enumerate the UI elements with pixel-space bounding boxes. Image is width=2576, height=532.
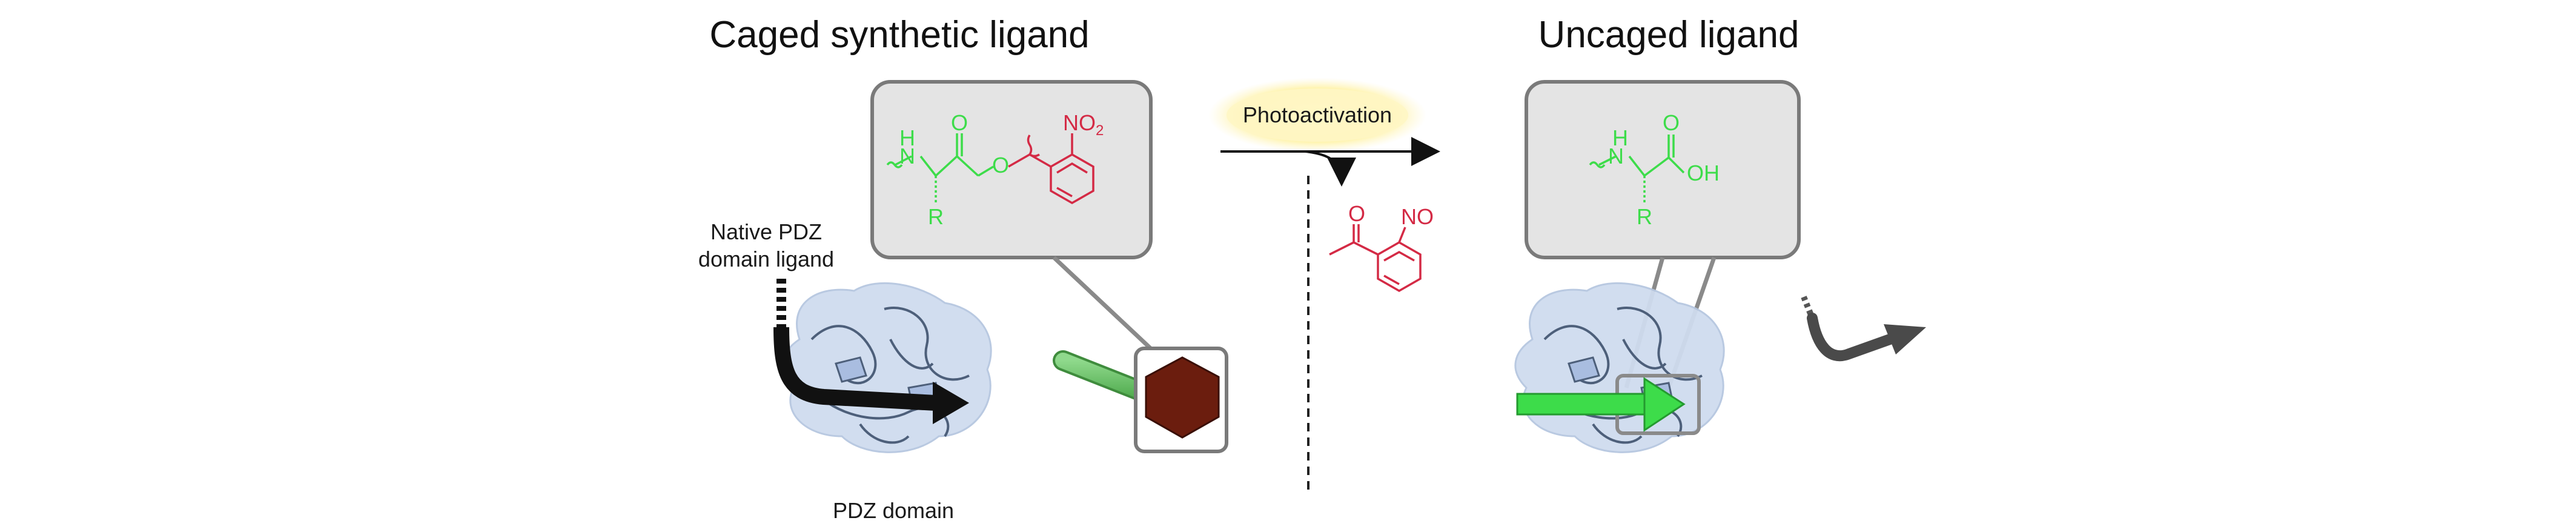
caged-r-group: R — [928, 204, 944, 229]
native-ligand-label-line2: domain ligand — [698, 247, 834, 271]
ring-double-1 — [1056, 162, 1088, 174]
released-ligand-curve — [1807, 313, 1895, 362]
bound-green-arrowhead — [1643, 377, 1686, 432]
photoactivation-glow-core — [1227, 88, 1408, 142]
byproduct-ring-double-2 — [1383, 274, 1400, 285]
stereo-wavy — [1029, 153, 1040, 158]
native-ligand-label-line1: Native PDZ — [710, 219, 822, 244]
pdz-domain-left — [781, 282, 992, 453]
byproduct-no-bond — [1398, 227, 1406, 243]
n-bond — [895, 155, 912, 166]
wavy-bond — [886, 161, 903, 168]
uncaged-n-bond — [1598, 155, 1617, 166]
uncaged-n: N — [1608, 144, 1624, 168]
byproduct-no: NO — [1401, 204, 1434, 229]
caged-structure-box — [870, 80, 1153, 259]
native-ligand-arrow — [773, 327, 936, 411]
ester-bond — [978, 165, 994, 177]
uncaged-r-group: R — [1637, 204, 1652, 229]
byproduct-ring-double-1 — [1383, 250, 1415, 262]
released-arrowhead — [1884, 324, 1926, 354]
uncaged-wavy-bond — [1589, 161, 1606, 168]
caged-carbonyl-o: O — [951, 110, 968, 135]
uncaged-ligand-structure — [1589, 135, 1685, 203]
caged-no2: NO2 — [1063, 110, 1104, 139]
ring-double-2 — [1056, 187, 1073, 198]
native-ligand-arrowhead — [933, 382, 969, 424]
byproduct-acetyl — [1329, 241, 1379, 256]
title-caged-ligand: Caged synthetic ligand — [709, 14, 1089, 56]
pdz-domain-right — [1514, 282, 1725, 453]
byproduct-o: O — [1348, 201, 1365, 226]
uncaged-oh: OH — [1687, 161, 1720, 185]
uncaged-backbone — [1628, 155, 1685, 178]
caged-n: N — [899, 144, 915, 168]
uncaged-h: H — [1612, 125, 1628, 150]
caged-ligand-structure — [886, 133, 1094, 205]
bound-green-arrow-shaft — [1516, 393, 1649, 416]
uncaged-carbonyl-o: O — [1663, 110, 1680, 135]
caged-ester-o: O — [992, 153, 1009, 178]
byproduct-curved-arrow — [1305, 150, 1356, 187]
pdz-domain-label: PDZ domain — [833, 498, 954, 523]
released-dashed-tail — [1801, 296, 1814, 316]
callout-line-left — [1052, 256, 1156, 353]
brown-cage-hexagon — [1145, 356, 1220, 439]
green-backbone — [919, 155, 979, 178]
uncaged-structure-box — [1525, 80, 1801, 259]
title-uncaged-ligand: Uncaged ligand — [1538, 14, 1800, 56]
methyl-wavy — [1027, 135, 1033, 155]
caged-h: H — [899, 125, 915, 150]
photoactivation-label: Photoactivation — [1243, 102, 1392, 127]
byproduct-structure — [1329, 224, 1422, 293]
protein-ribbon-left — [810, 307, 970, 444]
